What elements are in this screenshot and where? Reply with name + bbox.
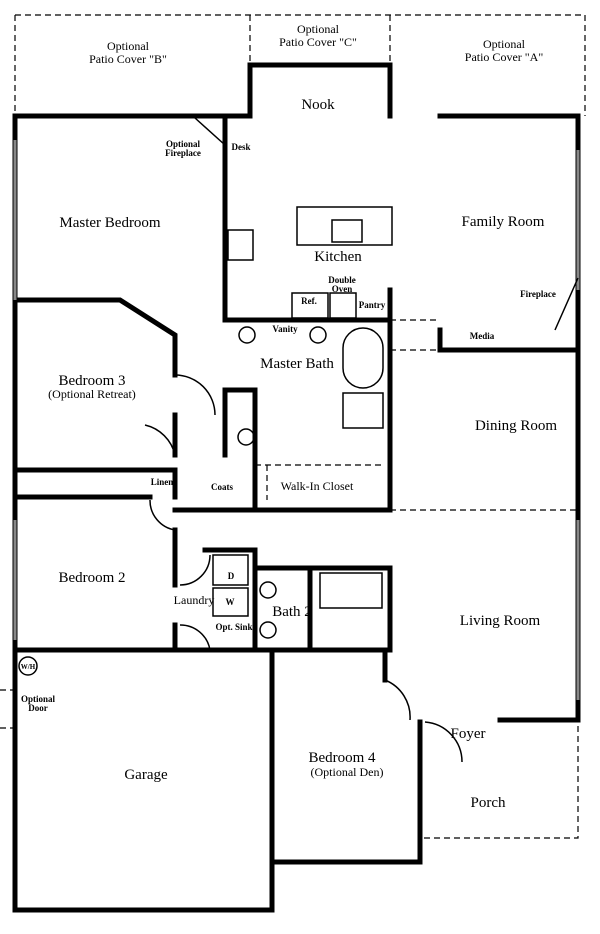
patio-cover-a-label: Optional <box>483 37 526 51</box>
patio-cover-c-label: Optional <box>297 22 340 36</box>
master-bath-label: Master Bath <box>260 356 334 372</box>
details <box>13 117 580 763</box>
bedroom-4-sublabel: (Optional Den) <box>311 765 384 779</box>
opt-sink-label: Opt. Sink <box>215 622 252 632</box>
walls <box>12 62 581 913</box>
family-room-label: Family Room <box>462 214 545 230</box>
ref-label: Ref. <box>301 296 317 306</box>
patio-cover-b-label: Optional <box>107 39 150 53</box>
linen-label: Linen <box>151 477 174 487</box>
bedroom-4-label: Bedroom 4 <box>308 750 376 766</box>
patio-covers <box>0 14 586 839</box>
bedroom-3-sublabel: (Optional Retreat) <box>48 387 136 401</box>
optional-door-label-2: Door <box>28 703 48 713</box>
optional-door-label: Optional <box>21 694 56 704</box>
walk-in-closet-label: Walk-In Closet <box>281 479 354 493</box>
pantry-label: Pantry <box>359 300 386 310</box>
double-oven-label: Double <box>328 275 356 285</box>
dining-room-label: Dining Room <box>475 418 557 434</box>
laundry-label: Laundry <box>174 593 215 607</box>
bedroom-3-label: Bedroom 3 <box>58 373 125 389</box>
dryer-label: D <box>228 571 235 581</box>
fireplace-label: Fireplace <box>520 289 556 299</box>
foyer-label: Foyer <box>451 726 486 742</box>
vanity-label: Vanity <box>272 324 298 334</box>
porch-label: Porch <box>471 795 506 811</box>
patio-cover-c-label-2: Patio Cover "C" <box>279 35 357 49</box>
media-label: Media <box>470 331 495 341</box>
living-room-label: Living Room <box>460 613 541 629</box>
double-oven-label-2: Oven <box>332 284 353 294</box>
optional-fireplace-label-2: Fireplace <box>165 148 201 158</box>
patio-cover-b-label-2: Patio Cover "B" <box>89 52 167 66</box>
desk-label: Desk <box>231 142 250 152</box>
kitchen-label: Kitchen <box>314 249 362 265</box>
bedroom-2-label: Bedroom 2 <box>58 570 125 586</box>
master-bedroom-label: Master Bedroom <box>59 215 161 231</box>
water-heater-label: W/H <box>21 663 36 671</box>
washer-label: W <box>226 597 235 607</box>
bath-2-label: Bath 2 <box>272 604 312 620</box>
room-labels: Optional Patio Cover "B" Optional Patio … <box>21 22 558 811</box>
patio-cover-a-label-2: Patio Cover "A" <box>465 50 544 64</box>
nook-label: Nook <box>301 97 335 113</box>
coats-label: Coats <box>211 482 233 492</box>
optional-fireplace-label: Optional <box>166 139 201 149</box>
garage-label: Garage <box>124 767 168 783</box>
